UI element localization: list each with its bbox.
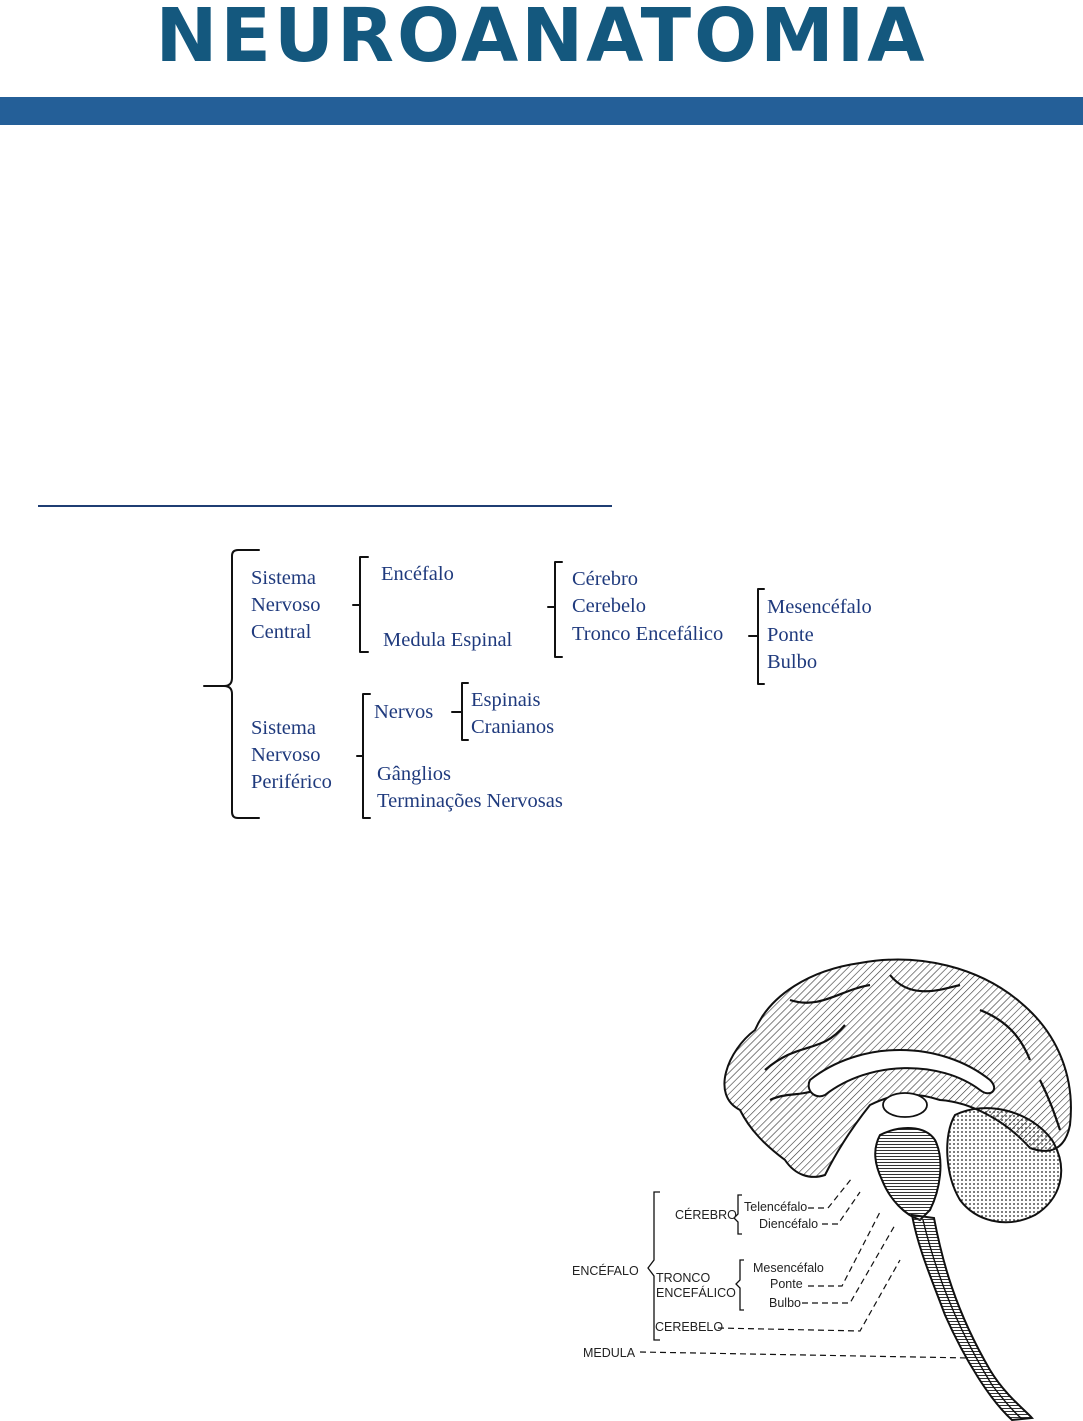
brain-label-cerebro: CÉREBRO	[675, 1208, 737, 1222]
cerebro-label: Cérebro	[572, 568, 639, 590]
snp-line-2: Nervoso	[251, 744, 321, 766]
ganglios-label: Gânglios	[377, 763, 452, 785]
page-title: NEUROANATOMIA	[155, 0, 928, 79]
classification-brackets	[203, 549, 765, 819]
brain-label-diencefalo: Diencéfalo	[759, 1217, 819, 1231]
cerebellum	[946, 1107, 1062, 1224]
cerebelo-label: Cerebelo	[572, 595, 646, 617]
snc-line-3: Central	[251, 621, 312, 643]
bulbo-label: Bulbo	[767, 651, 818, 673]
brain-sagittal-illustration	[639, 958, 1072, 1421]
medula-label: Medula Espinal	[383, 629, 513, 651]
brain-label-medula: MEDULA	[583, 1346, 636, 1360]
brain-label-encefalo: ENCÉFALO	[572, 1264, 639, 1278]
cranianos-label: Cranianos	[471, 716, 555, 738]
brainstem	[874, 1127, 942, 1222]
brain-label-cerebelo: CEREBELO	[655, 1320, 724, 1334]
header-banner	[0, 97, 1083, 125]
mesencefalo-label: Mesencéfalo	[767, 596, 872, 618]
section-underline	[38, 505, 612, 507]
espinais-label: Espinais	[471, 689, 541, 711]
terminacoes-label: Terminações Nervosas	[377, 790, 563, 812]
ponte-label: Ponte	[767, 624, 814, 646]
snc-line-1: Sistema	[251, 567, 316, 589]
nervos-label: Nervos	[374, 701, 434, 723]
snp-line-3: Periférico	[251, 771, 332, 793]
brain-label-bulbo: Bulbo	[769, 1296, 801, 1310]
brain-label-ponte: Ponte	[770, 1277, 803, 1291]
brain-label-tronco: TRONCO	[656, 1271, 711, 1285]
brain-label-mesencefalo: Mesencéfalo	[753, 1261, 824, 1275]
encefalo-label: Encéfalo	[381, 563, 454, 585]
brain-label-telencefalo: Telencéfalo	[744, 1200, 808, 1214]
tronco-label: Tronco Encefálico	[572, 623, 724, 645]
brain-label-encefalico: ENCEFÁLICO	[656, 1286, 736, 1300]
snc-line-2: Nervoso	[251, 594, 321, 616]
snp-line-1: Sistema	[251, 717, 316, 739]
cerebrum	[723, 958, 1072, 1178]
